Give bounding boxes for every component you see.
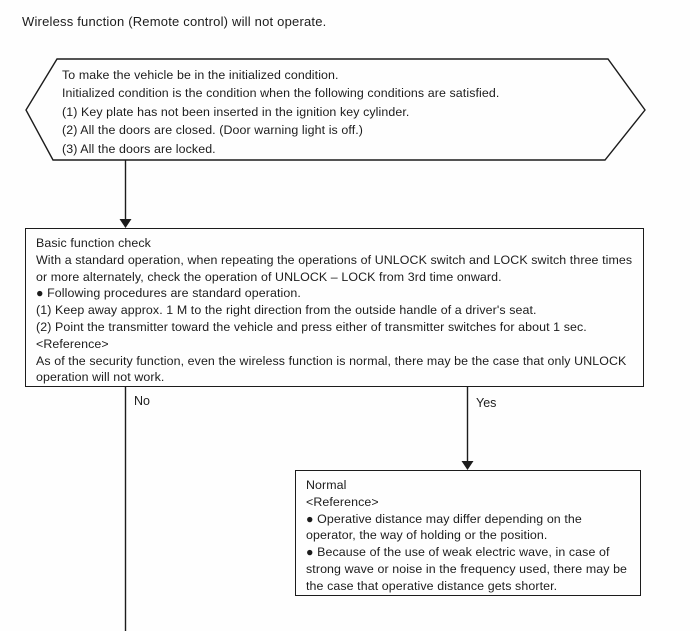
branch-label-no: No — [134, 394, 150, 408]
basic-check-line: <Reference> — [36, 336, 109, 351]
page-title: Wireless function (Remote control) will … — [22, 14, 327, 29]
basic-check-line: (2) Point the transmitter toward the veh… — [36, 319, 587, 334]
normal-result-line: ● Because of the use of weak electric wa… — [306, 545, 628, 593]
basic-check-line: With a standard operation, when repeatin… — [36, 252, 633, 284]
basic-check-line: ● Following procedures are standard oper… — [36, 286, 301, 301]
basic-check-line: (1) Keep away approx. 1 M to the right d… — [36, 303, 537, 318]
normal-result-line: Normal — [306, 478, 347, 492]
normal-result-line: ● Operative distance may differ dependin… — [306, 511, 582, 543]
init-condition-line: Initialized condition is the condition w… — [62, 86, 500, 101]
branch-label-yes: Yes — [476, 396, 497, 410]
basic-check-line: Basic function check — [36, 236, 151, 250]
init-condition-text: To make the vehicle be in the initialize… — [62, 66, 610, 158]
init-condition-line: (1) Key plate has not been inserted in t… — [62, 104, 410, 119]
init-condition-line: To make the vehicle be in the initialize… — [62, 68, 339, 82]
normal-result-line: <Reference> — [306, 494, 379, 509]
init-condition-line: (3) All the doors are locked. — [62, 141, 216, 156]
arrowhead-yes-icon — [461, 461, 474, 470]
basic-check-line: As of the security function, even the wi… — [36, 353, 627, 385]
arrowhead-down-icon — [119, 219, 132, 228]
basic-function-check-box: Basic function check With a standard ope… — [25, 228, 644, 387]
init-condition-line: (2) All the doors are closed. (Door warn… — [62, 123, 364, 138]
normal-result-box: Normal <Reference> ● Operative distance … — [295, 470, 641, 596]
